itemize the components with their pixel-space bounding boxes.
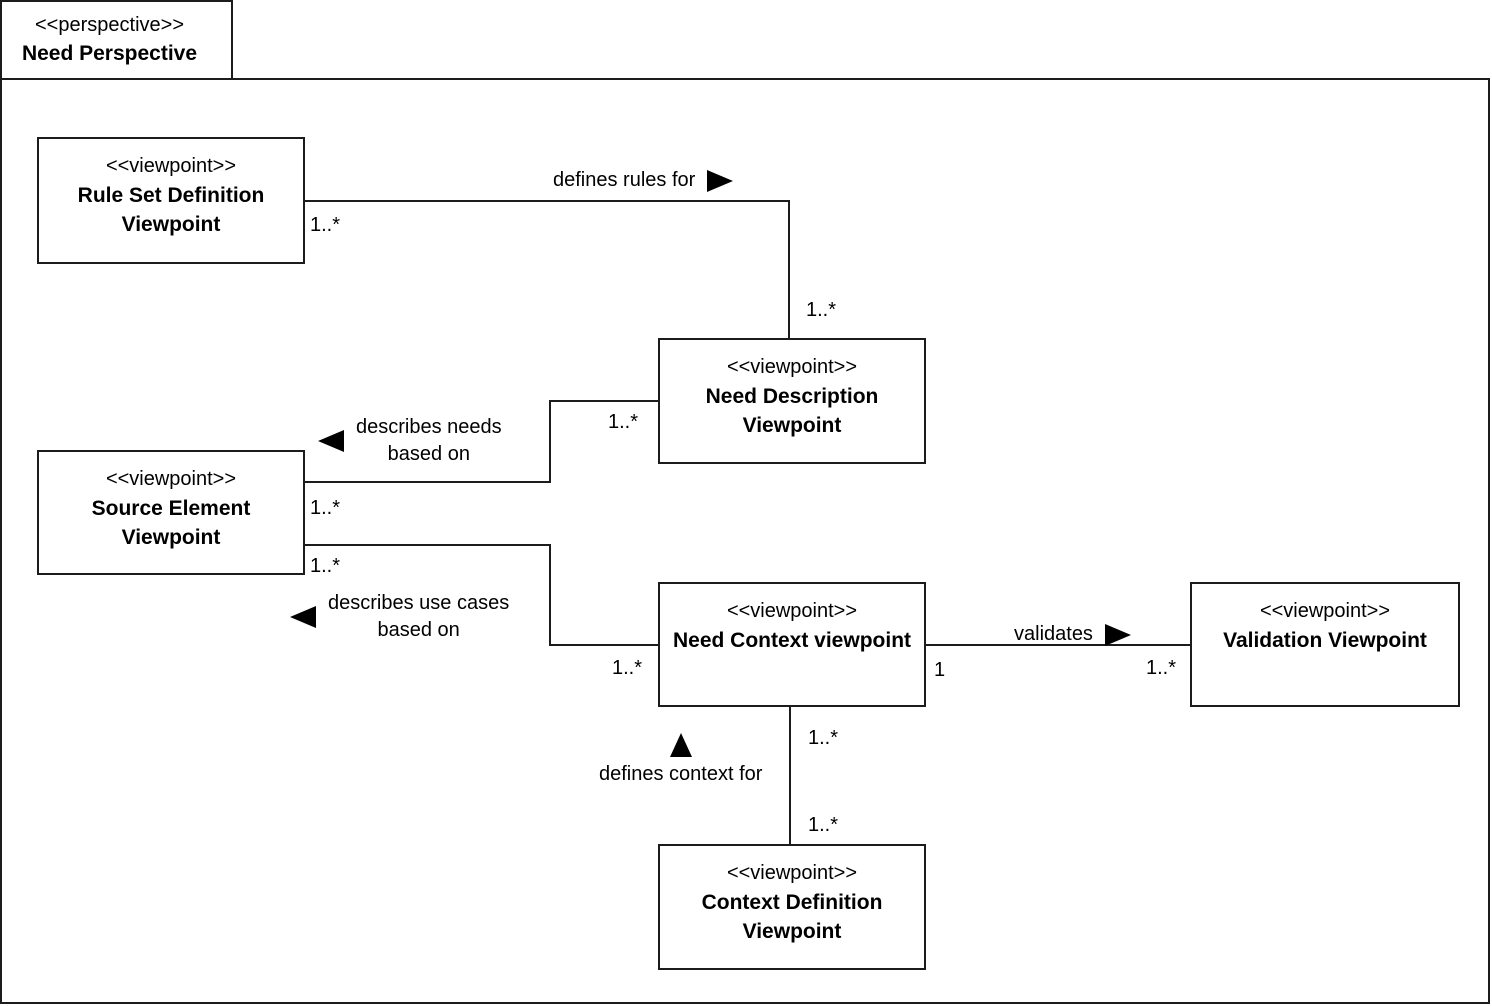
direction-arrow-right-icon	[1104, 623, 1131, 646]
multiplicity: 1..*	[1146, 657, 1177, 679]
viewpoint-stereotype: <<viewpoint>>	[726, 862, 858, 884]
connector-describes-use-cases	[549, 644, 658, 646]
association-label-describes-use-cases: describes use cases based on	[290, 590, 509, 644]
direction-arrow-right-icon	[707, 169, 734, 192]
direction-arrow-left-icon	[318, 430, 344, 452]
viewpoint-stereotype: <<viewpoint>>	[1259, 600, 1391, 622]
viewpoint-box-source-element: <<viewpoint>> Source Element Viewpoint	[37, 450, 305, 575]
package-stereotype: <<perspective>>	[35, 14, 184, 36]
viewpoint-name: Need Context viewpoint	[672, 629, 912, 652]
multiplicity: 1..*	[806, 299, 837, 321]
viewpoint-stereotype: <<viewpoint>>	[726, 356, 858, 378]
multiplicity: 1..*	[310, 497, 341, 519]
association-label-defines-rules-for: defines rules for	[553, 167, 734, 194]
multiplicity: 1..*	[808, 814, 839, 836]
viewpoint-name: Need Description Viewpoint	[705, 385, 879, 437]
connector-describes-needs	[549, 400, 551, 483]
viewpoint-name: Validation Viewpoint	[1223, 629, 1427, 652]
multiplicity: 1..*	[808, 727, 839, 749]
viewpoint-name: Context Definition Viewpoint	[701, 891, 883, 943]
connector-describes-use-cases	[305, 544, 551, 546]
viewpoint-name: Rule Set Definition Viewpoint	[77, 184, 265, 236]
connector-validates	[926, 644, 1190, 646]
viewpoint-box-need-description: <<viewpoint>> Need Description Viewpoint	[658, 338, 926, 464]
multiplicity: 1..*	[608, 411, 639, 433]
viewpoint-stereotype: <<viewpoint>>	[105, 155, 237, 177]
connector-describes-needs	[305, 481, 551, 483]
multiplicity: 1..*	[310, 555, 341, 577]
direction-arrow-left-icon	[290, 606, 316, 628]
viewpoint-box-validation: <<viewpoint>> Validation Viewpoint	[1190, 582, 1460, 707]
package-name: Need Perspective	[21, 42, 198, 65]
viewpoint-box-context-definition: <<viewpoint>> Context Definition Viewpoi…	[658, 844, 926, 970]
connector-defines-rules-for	[788, 200, 790, 340]
multiplicity: 1	[934, 659, 946, 681]
connector-defines-rules-for	[305, 200, 790, 202]
viewpoint-stereotype: <<viewpoint>>	[726, 600, 858, 622]
multiplicity: 1..*	[310, 214, 341, 236]
association-label-defines-context-for: defines context for	[599, 733, 762, 788]
viewpoint-stereotype: <<viewpoint>>	[105, 468, 237, 490]
multiplicity: 1..*	[612, 657, 643, 679]
association-label-validates: validates	[1014, 621, 1131, 648]
package-tab: <<perspective>> Need Perspective	[0, 0, 233, 80]
viewpoint-name: Source Element Viewpoint	[91, 497, 251, 549]
connector-describes-needs	[549, 400, 658, 402]
viewpoint-box-need-context: <<viewpoint>> Need Context viewpoint	[658, 582, 926, 707]
connector-defines-context-for	[789, 707, 791, 844]
connector-describes-use-cases	[549, 544, 551, 646]
direction-arrow-up-icon	[669, 733, 692, 757]
association-label-describes-needs: describes needs based on	[318, 414, 502, 468]
viewpoint-box-rule-set-definition: <<viewpoint>> Rule Set Definition Viewpo…	[37, 137, 305, 264]
